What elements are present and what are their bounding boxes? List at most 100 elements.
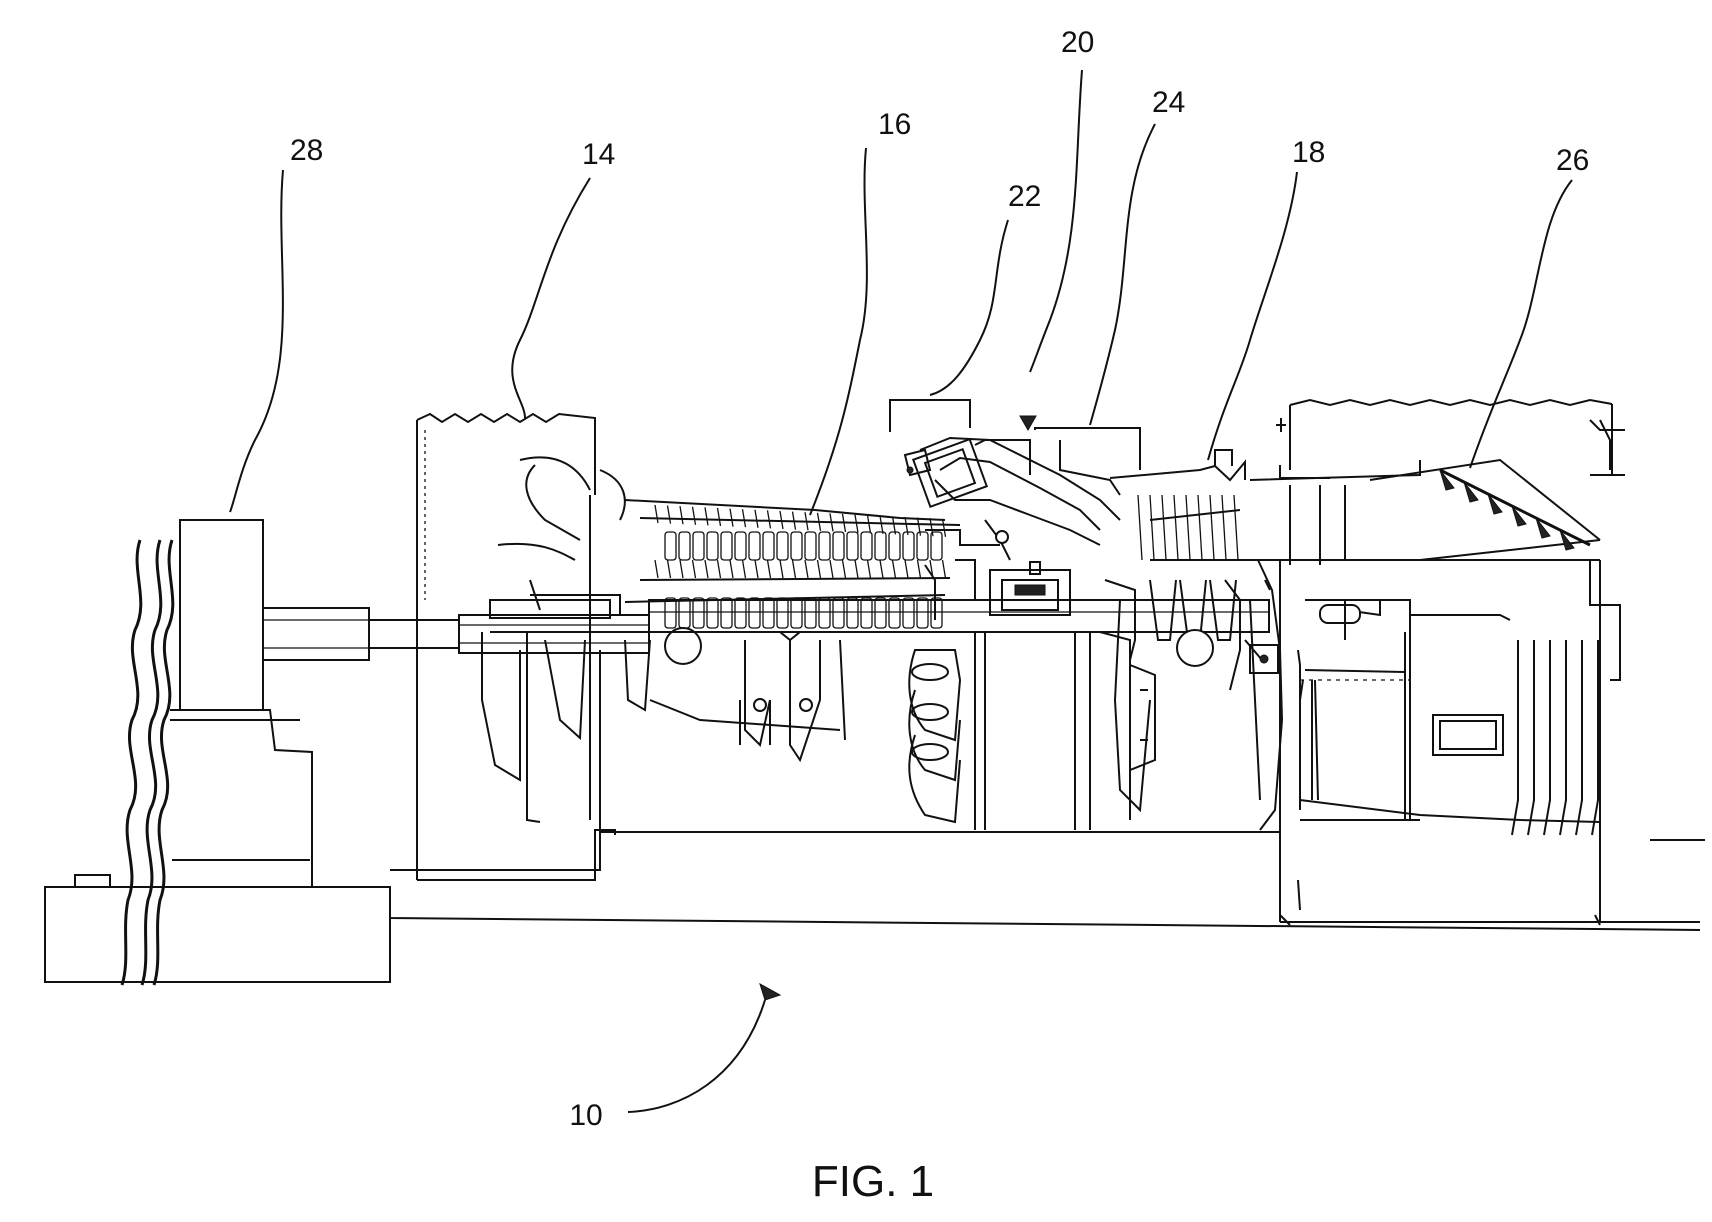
compressor-disc: [917, 598, 928, 628]
compressor-blade: [780, 560, 783, 578]
compressor-blade: [680, 506, 683, 524]
label-26: 26: [1556, 144, 1589, 177]
compressor-blade: [655, 560, 658, 578]
compressor-blade: [805, 560, 808, 578]
compressor-disc: [707, 598, 718, 628]
diffuser-fin: [1544, 640, 1550, 835]
compressor-blade: [943, 519, 946, 537]
turbine-blade: [1234, 495, 1238, 560]
compressor-blade: [918, 560, 921, 578]
compressor-disc: [903, 598, 914, 628]
leader-22: [930, 220, 1008, 395]
leader-14: [512, 178, 590, 418]
label-18: 18: [1292, 136, 1325, 169]
turbine-blade: [1186, 495, 1190, 560]
turbine-blade: [1162, 495, 1166, 560]
compressor-disc: [735, 532, 746, 560]
leader-24: [1090, 124, 1155, 425]
compressor-blade: [755, 560, 758, 578]
leader-20: [1030, 70, 1082, 372]
turbine-blade: [1174, 495, 1178, 560]
compressor-disc: [665, 532, 676, 560]
leader-lines: [230, 70, 1572, 1112]
compressor-blade: [718, 508, 721, 526]
compressor-disc: [791, 598, 802, 628]
compressor-disc: [833, 532, 844, 560]
compressor-blade: [843, 560, 846, 578]
compressor-disc: [819, 598, 830, 628]
leader-28: [230, 170, 283, 512]
compressor-disc: [805, 532, 816, 560]
compressor-blade: [693, 560, 696, 578]
compressor-blade: [868, 515, 871, 533]
compressor-blade: [943, 560, 946, 578]
compressor-blades: [655, 505, 946, 578]
compressor-disc: [889, 532, 900, 560]
arrowhead-10: [760, 984, 780, 1000]
compressor-disc: [679, 598, 690, 628]
leader-18: [1208, 172, 1297, 460]
compressor-blade: [680, 560, 683, 578]
arrowhead-20: [1020, 416, 1036, 430]
compressor-blade: [743, 509, 746, 527]
turbine-blade: [1210, 495, 1214, 560]
compressor-disc: [875, 532, 886, 560]
compressor-disc: [903, 532, 914, 560]
compressor-blade: [880, 516, 883, 534]
compressor-disc: [861, 532, 872, 560]
compressor-blade: [780, 511, 783, 529]
compressor-disc: [833, 598, 844, 628]
combustion-cans: [909, 650, 960, 822]
label-28: 28: [290, 134, 323, 167]
compressor-disc: [777, 598, 788, 628]
compressor-supports: [482, 628, 845, 830]
compressor-disc: [679, 532, 690, 560]
compressor-disc: [749, 598, 760, 628]
compressor-blade: [730, 560, 733, 578]
label-22: 22: [1008, 180, 1041, 213]
label-14: 14: [582, 138, 615, 171]
compressor-disc: [721, 532, 732, 560]
leader-26: [1470, 180, 1572, 468]
compressor-blade: [668, 506, 671, 524]
compressor-disc: [791, 532, 802, 560]
exhaust-vane-rail: [1440, 470, 1590, 545]
compressor-blade: [730, 509, 733, 527]
diffuser-fin: [1560, 640, 1566, 835]
compressor-section: [490, 457, 960, 628]
compressor-disc: [805, 598, 816, 628]
generator-assembly: [45, 520, 459, 985]
compressor-blade: [768, 510, 771, 528]
compressor-disc: [819, 532, 830, 560]
compressor-disc: [763, 598, 774, 628]
compressor-blade: [755, 510, 758, 528]
compressor-disc: [707, 532, 718, 560]
compressor-disc: [875, 598, 886, 628]
compressor-blade: [855, 560, 858, 578]
compressor-blade: [743, 560, 746, 578]
compressor-disc: [889, 598, 900, 628]
compressor-disc: [847, 598, 858, 628]
figure-caption: FIG. 1: [812, 1157, 934, 1206]
diffuser-fin: [1512, 640, 1518, 835]
compressor-blade: [705, 507, 708, 525]
compressor-disc: [861, 598, 872, 628]
compressor-disc: [665, 598, 676, 628]
compressor-blade: [905, 560, 908, 578]
turbine-section: [1105, 450, 1282, 830]
compressor-disc: [847, 532, 858, 560]
compressor-blade: [830, 560, 833, 578]
compressor-disc: [721, 598, 732, 628]
compressor-blade: [893, 560, 896, 578]
rotor-shaft: [459, 600, 1269, 653]
leader-10: [628, 1000, 765, 1112]
compressor-disc: [693, 532, 704, 560]
exhaust-diffuser: [1280, 560, 1620, 925]
compressor-blade: [868, 560, 871, 578]
turbine-blade: [1222, 495, 1226, 560]
compressor-blade: [880, 560, 883, 578]
compressor-blade: [705, 560, 708, 578]
compressor-blade: [768, 560, 771, 578]
compressor-disc: [777, 532, 788, 560]
